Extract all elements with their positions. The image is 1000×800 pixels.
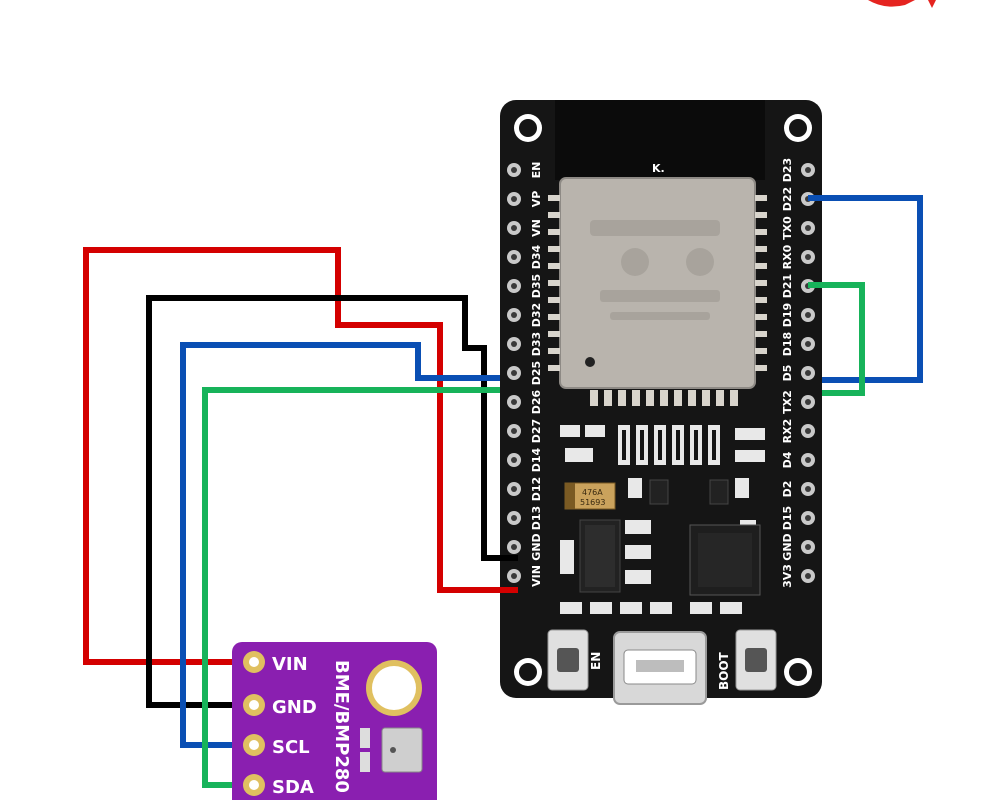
- right-pin-label-d5: D5: [781, 365, 794, 382]
- left-pin-label-d33: D33: [530, 332, 543, 356]
- left-pin-label-gnd: GND: [530, 533, 543, 560]
- left-pin-hole: [511, 544, 517, 550]
- wire-gnd: [146, 295, 518, 708]
- left-pin-hole: [511, 457, 517, 463]
- left-pin-label-d32: D32: [530, 303, 543, 327]
- right-pin-label-tx2: TX2: [781, 390, 794, 414]
- sensor-pin-holes: [243, 651, 265, 796]
- left-pin-hole: [511, 573, 517, 579]
- right-pin-hole: [805, 486, 811, 492]
- right-pin-hole: [805, 544, 811, 550]
- right-pin-hole: [805, 167, 811, 173]
- left-pin-label-d13: D13: [530, 506, 543, 530]
- wire-sda: [202, 387, 500, 788]
- right-pin-label-gnd: GND: [781, 533, 794, 560]
- left-pin-hole: [511, 225, 517, 231]
- module-mark: K.: [652, 162, 665, 175]
- right-pin-label-d18: D18: [781, 332, 794, 356]
- wire-esp-d22: [808, 195, 923, 383]
- right-pin-hole: [805, 254, 811, 260]
- left-pin-label-d35: D35: [530, 274, 543, 298]
- left-pin-label-en: EN: [530, 162, 543, 179]
- left-pin-hole: [511, 399, 517, 405]
- left-pin-hole: [511, 283, 517, 289]
- right-pin-hole: [805, 225, 811, 231]
- right-pin-label-d2: D2: [781, 481, 794, 498]
- cap-mark-1: 476A: [582, 488, 603, 497]
- left-pin-hole: [511, 515, 517, 521]
- right-pin-label-d21: D21: [781, 274, 794, 298]
- right-pin-hole: [805, 312, 811, 318]
- right-pin-hole: [805, 370, 811, 376]
- en-button-label: EN: [589, 652, 603, 670]
- right-pin-hole: [805, 573, 811, 579]
- left-pin-label-vp: VP: [530, 191, 543, 208]
- left-pin-label-d26: D26: [530, 389, 543, 414]
- cap-mark-2: 51693: [580, 498, 605, 507]
- boot-button-label: BOOT: [717, 651, 731, 690]
- right-pin-label-d22: D22: [781, 187, 794, 211]
- left-pin-label-d25: D25: [530, 361, 543, 385]
- wires: [83, 195, 923, 788]
- sensor-pin-vin: VIN: [272, 654, 308, 675]
- left-pin-label-d12: D12: [530, 477, 543, 501]
- right-pin-label-d19: D19: [781, 303, 794, 327]
- right-pin-label-d4: D4: [781, 451, 794, 468]
- left-pin-label-vn: VN: [530, 219, 543, 237]
- right-pin-label-d15: D15: [781, 506, 794, 530]
- left-pin-label-d27: D27: [530, 419, 543, 443]
- left-pin-label-d14: D14: [530, 447, 543, 472]
- sensor-pin-scl: SCL: [272, 737, 310, 758]
- right-pin-label-rx2: RX2: [781, 419, 794, 444]
- esp32-board: K.: [500, 100, 822, 705]
- left-pin-hole: [511, 312, 517, 318]
- wire-vin: [83, 247, 518, 665]
- right-pin-label-rx0: RX0: [781, 244, 794, 269]
- right-pin-label-3v3: 3V3: [781, 564, 794, 588]
- right-pin-label-tx0: TX0: [781, 216, 794, 240]
- left-pin-hole: [511, 167, 517, 173]
- left-pin-label-d34: D34: [530, 244, 543, 269]
- logo-fragment: [868, 0, 936, 8]
- right-pin-hole: [805, 515, 811, 521]
- sensor-title: BME/BMP280: [331, 660, 352, 793]
- right-pin-label-d23: D23: [781, 158, 794, 182]
- left-pin-hole: [511, 428, 517, 434]
- left-pin-label-vin: VIN: [530, 565, 543, 587]
- left-pin-hole: [511, 254, 517, 260]
- left-pin-hole: [511, 196, 517, 202]
- wire-esp-d21: [808, 282, 865, 396]
- sensor-pin-sda: SDA: [272, 777, 314, 798]
- right-pin-hole: [805, 341, 811, 347]
- wire-scl: [180, 342, 500, 748]
- left-pin-hole: [511, 341, 517, 347]
- left-pin-hole: [511, 370, 517, 376]
- right-pin-hole: [805, 457, 811, 463]
- bme280-sensor-board: VIN GND SCL SDA BME/BMP280: [232, 642, 437, 800]
- sensor-pin-gnd: GND: [272, 697, 317, 718]
- right-pin-hole: [805, 428, 811, 434]
- right-pin-hole: [805, 399, 811, 405]
- left-pin-hole: [511, 486, 517, 492]
